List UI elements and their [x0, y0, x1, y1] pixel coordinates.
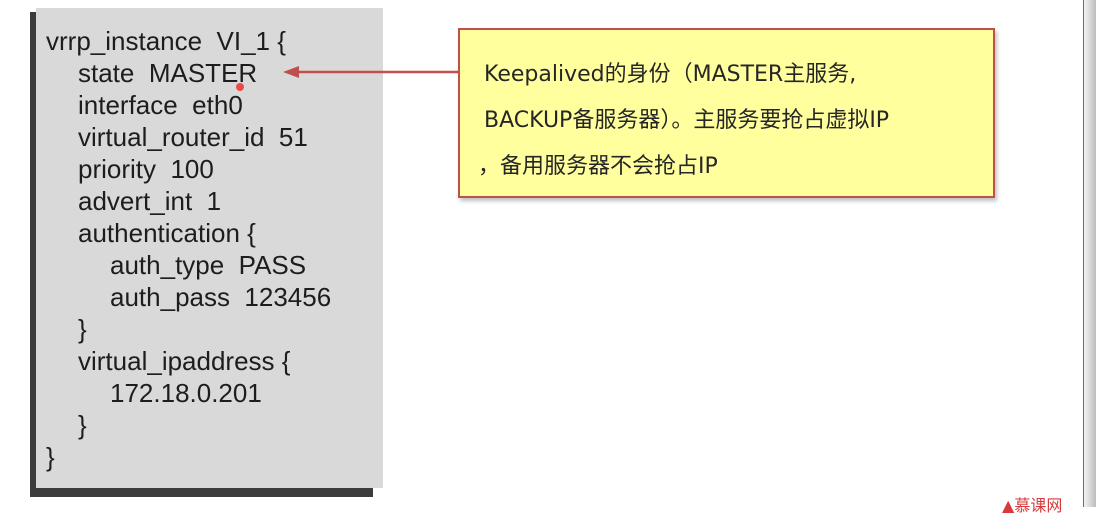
code-line-interface: interface eth0 [78, 90, 243, 120]
code-line-vrrp-instance: vrrp_instance VI_1 { [46, 26, 286, 56]
callout-line-2: BACKUP备服务器）。主服务要抢占虚拟IP [484, 108, 890, 133]
code-line-auth-type: auth_type PASS [110, 250, 307, 280]
code-line-close-vip: } [78, 410, 87, 440]
code-line-close-auth: } [78, 314, 87, 344]
code-line-virtual-router-id: virtual_router_id 51 [78, 122, 308, 152]
code-line-auth-pass: auth_pass 123456 [110, 282, 332, 312]
code-line-ip: 172.18.0.201 [110, 378, 262, 408]
callout-arrow [283, 66, 461, 78]
code-line-authentication: authentication { [78, 218, 256, 248]
code-line-state: state MASTER [78, 58, 258, 88]
code-line-close-instance: } [46, 442, 55, 472]
code-line-advert-int: advert_int 1 [78, 186, 222, 216]
annotation-callout: Keepalived的身份（MASTER主服务, BACKUP备服务器）。主服务… [458, 28, 995, 198]
watermark-text: 慕课网 [1014, 496, 1063, 515]
screen-edge [1084, 0, 1096, 507]
watermark-logo: ▲慕课网 [1002, 492, 1062, 516]
code-line-virtual-ipaddress: virtual_ipaddress { [78, 346, 291, 376]
callout-line-1: Keepalived的身份（MASTER主服务, [484, 62, 857, 87]
code-line-priority: priority 100 [78, 154, 214, 184]
flame-icon: ▲ [1002, 496, 1015, 515]
pointer-dot [236, 83, 244, 91]
code-panel: vrrp_instance VI_1 { state MASTER interf… [36, 8, 383, 488]
screen-edge-line [1083, 0, 1084, 507]
callout-line-3: ，备用服务器不会抢占IP [478, 154, 718, 179]
